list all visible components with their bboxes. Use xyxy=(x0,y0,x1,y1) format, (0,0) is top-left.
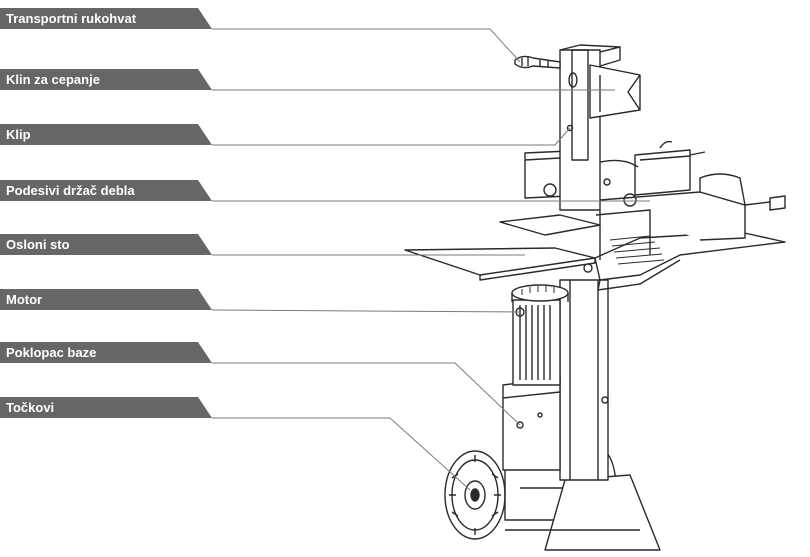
wedge-shape xyxy=(589,64,641,119)
label-log-holder: Podesivi držač debla xyxy=(6,183,135,198)
leader-line-motor xyxy=(211,309,521,313)
motor-shape xyxy=(511,284,569,386)
foot-base xyxy=(504,470,661,551)
label-tag-piston xyxy=(0,124,212,145)
lower-plate xyxy=(595,209,651,260)
leader-line-wheels xyxy=(212,417,471,491)
leader-line-transport-handle xyxy=(212,28,521,63)
label-tag-motor xyxy=(0,289,212,310)
label-tag-transport-handle xyxy=(0,8,212,29)
label-motor: Motor xyxy=(6,292,43,307)
leader-line-piston xyxy=(212,127,571,146)
label-tag-support-table xyxy=(0,234,212,255)
label-support-table: Osloni sto xyxy=(6,237,70,252)
label-piston: Klip xyxy=(6,127,31,142)
label-base-cover: Poklopac baze xyxy=(6,345,97,360)
label-transport-handle: Transportni rukohvat xyxy=(6,11,137,26)
label-tag-base-cover xyxy=(0,342,212,363)
label-wheels: Točkovi xyxy=(6,400,55,415)
label-tag-log-holder xyxy=(0,180,212,201)
leader-line-base-cover xyxy=(212,362,521,426)
handle-shape xyxy=(514,55,561,69)
label-splitting-wedge: Klin za cepanje xyxy=(6,72,100,87)
label-tag-wheels xyxy=(0,397,212,418)
label-tag-splitting-wedge xyxy=(0,69,212,90)
main-column xyxy=(559,279,609,481)
